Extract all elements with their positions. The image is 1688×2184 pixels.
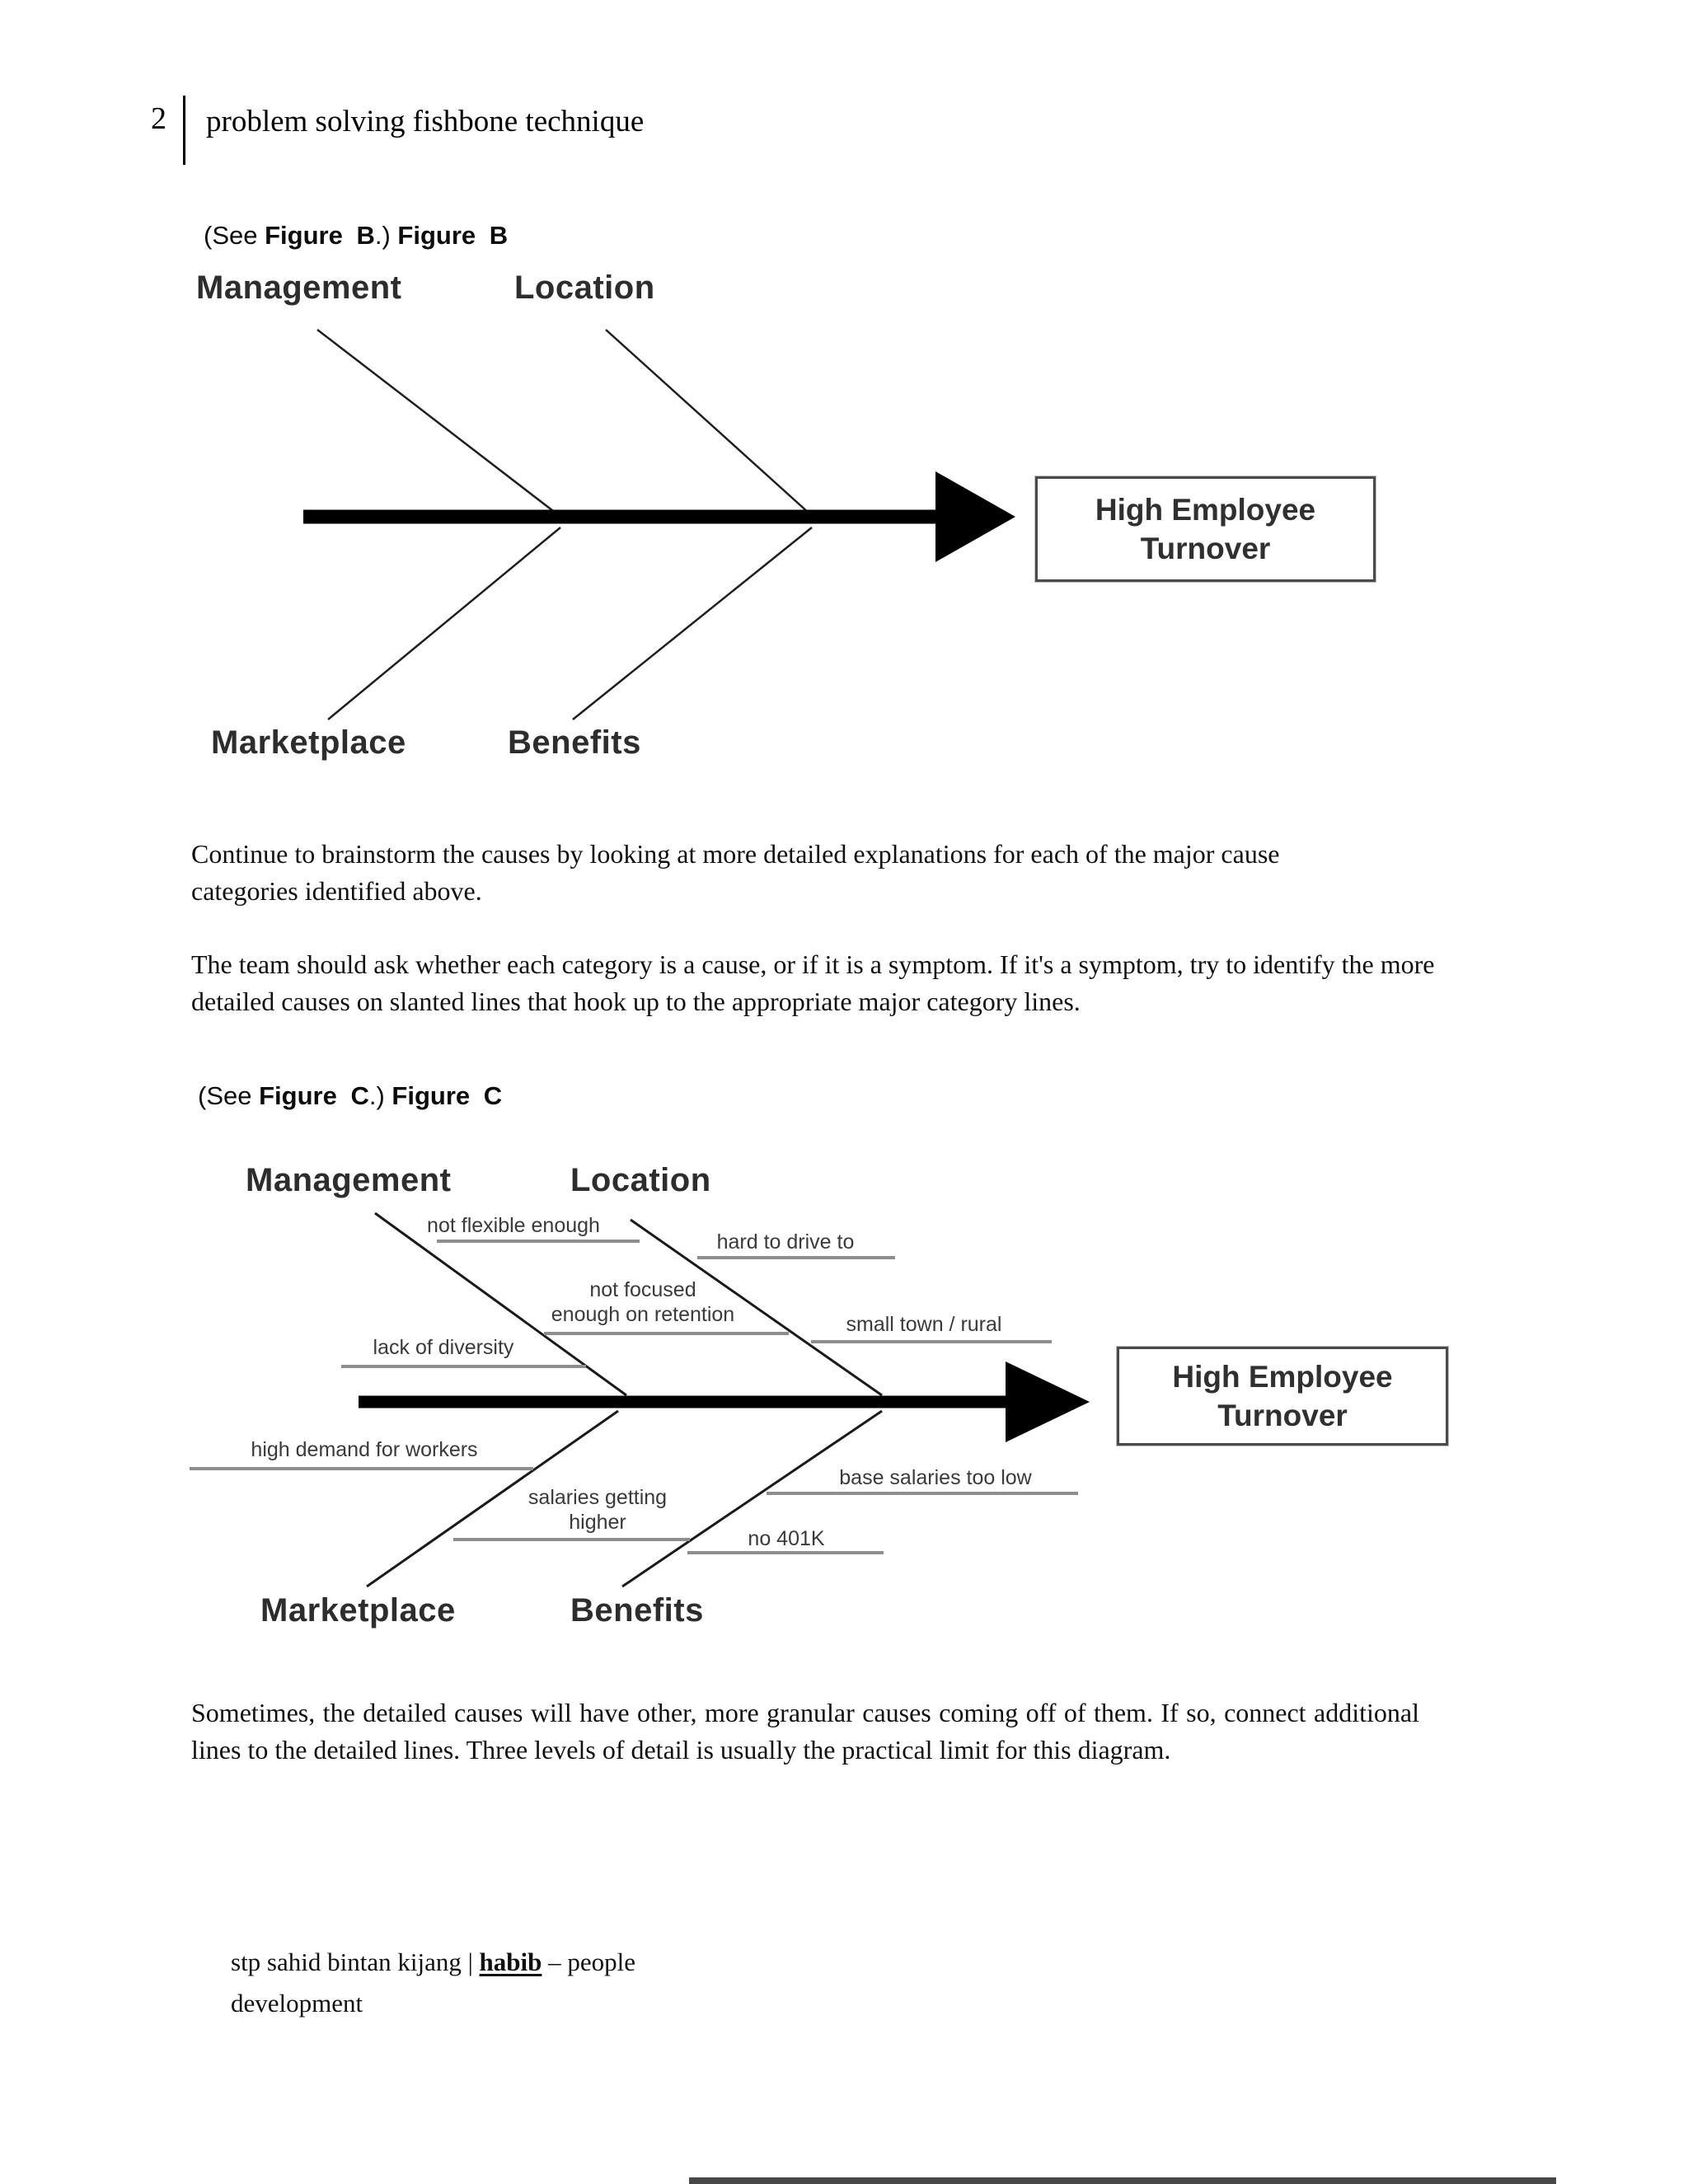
cause-label-no-401k: no 401K	[748, 1527, 825, 1550]
category-label-benefits: Benefits	[508, 724, 641, 761]
figure-c-fishbone-diagram: Management Location Marketplace Benefits…	[190, 1137, 1475, 1648]
figure-c-caption-close: .)	[368, 1081, 392, 1110]
figure-b-bones	[303, 329, 1015, 720]
branch-line-benefits	[621, 1409, 883, 1588]
cause-underline	[687, 1551, 884, 1554]
branch-line-location	[630, 1218, 883, 1397]
category-label-benefits: Benefits	[570, 1592, 704, 1629]
header-page-number: 2	[151, 101, 166, 136]
category-label-management: Management	[196, 269, 402, 306]
cause-underline	[453, 1538, 690, 1541]
cause-underline	[544, 1332, 789, 1335]
cause-label-not-flexible-enough: not flexible enough	[427, 1214, 600, 1237]
figure-b-caption-label: Figure B	[397, 221, 509, 250]
footer-author: habib	[479, 1947, 542, 1976]
cause-underline	[697, 1256, 895, 1259]
branch-line-location	[605, 329, 810, 514]
figure-c-caption-prefix: (See	[198, 1081, 260, 1110]
figure-c-caption-label: Figure C	[392, 1081, 503, 1110]
cause-label-not-focused-on-retention: not focused enough on retention	[551, 1278, 735, 1326]
figure-b-caption: (See Figure B.) Figure B	[204, 221, 508, 251]
footer-suffix: – people development	[231, 1947, 636, 2018]
cause-label-high-demand-for-workers: high demand for workers	[251, 1438, 478, 1461]
paragraph-3: Sometimes, the detailed causes will have…	[191, 1698, 1419, 1765]
header-divider	[183, 96, 185, 165]
cause-label-base-salaries-too-low: base salaries too low	[839, 1466, 1032, 1489]
category-label-location: Location	[514, 269, 655, 306]
effect-box: High Employee Turnover	[1035, 476, 1376, 582]
cause-underline	[190, 1467, 533, 1470]
cause-underline	[341, 1365, 586, 1368]
figure-b-caption-close: .)	[374, 221, 398, 250]
figure-c-caption-ref: Figure C	[259, 1081, 369, 1110]
branch-line-management	[316, 329, 557, 514]
spine-arrowhead	[1006, 1361, 1090, 1442]
figure-c-bones	[359, 1212, 1090, 1588]
cause-underline	[767, 1492, 1078, 1495]
category-label-marketplace: Marketplace	[211, 724, 406, 761]
figure-c-caption: (See Figure C.) Figure C	[198, 1081, 502, 1111]
effect-box: High Employee Turnover	[1117, 1347, 1448, 1446]
figure-b-caption-ref: Figure B	[265, 221, 375, 250]
cause-label-small-town-rural: small town / rural	[846, 1313, 1002, 1336]
cause-label-lack-of-diversity: lack of diversity	[373, 1336, 514, 1359]
cause-label-hard-to-drive-to: hard to drive to	[716, 1230, 855, 1254]
category-label-management: Management	[246, 1162, 452, 1198]
footer-text: stp sahid bintan kijang | habib – people…	[231, 1942, 758, 2024]
footer-prefix: stp sahid bintan kijang |	[231, 1947, 480, 1976]
branch-line-marketplace	[327, 527, 561, 720]
cause-underline	[811, 1340, 1052, 1343]
cause-underline	[437, 1240, 640, 1243]
cause-label-salaries-getting-higher: salaries getting higher	[528, 1486, 668, 1534]
paragraph-1: Continue to brainstorm the causes by loo…	[191, 839, 1280, 906]
figure-b-caption-prefix: (See	[204, 221, 265, 250]
paragraph-2: The team should ask whether each categor…	[191, 949, 1435, 1016]
category-label-location: Location	[570, 1162, 711, 1198]
figure-b-fishbone-diagram: Management Location Marketplace Benefits…	[190, 268, 1385, 787]
category-label-marketplace: Marketplace	[260, 1592, 456, 1629]
header-title: problem solving fishbone technique	[206, 105, 645, 138]
branch-line-benefits	[572, 527, 813, 720]
bottom-edge-bar	[689, 2177, 1556, 2184]
spine-arrowhead	[935, 471, 1015, 562]
branch-line-marketplace	[366, 1409, 619, 1588]
